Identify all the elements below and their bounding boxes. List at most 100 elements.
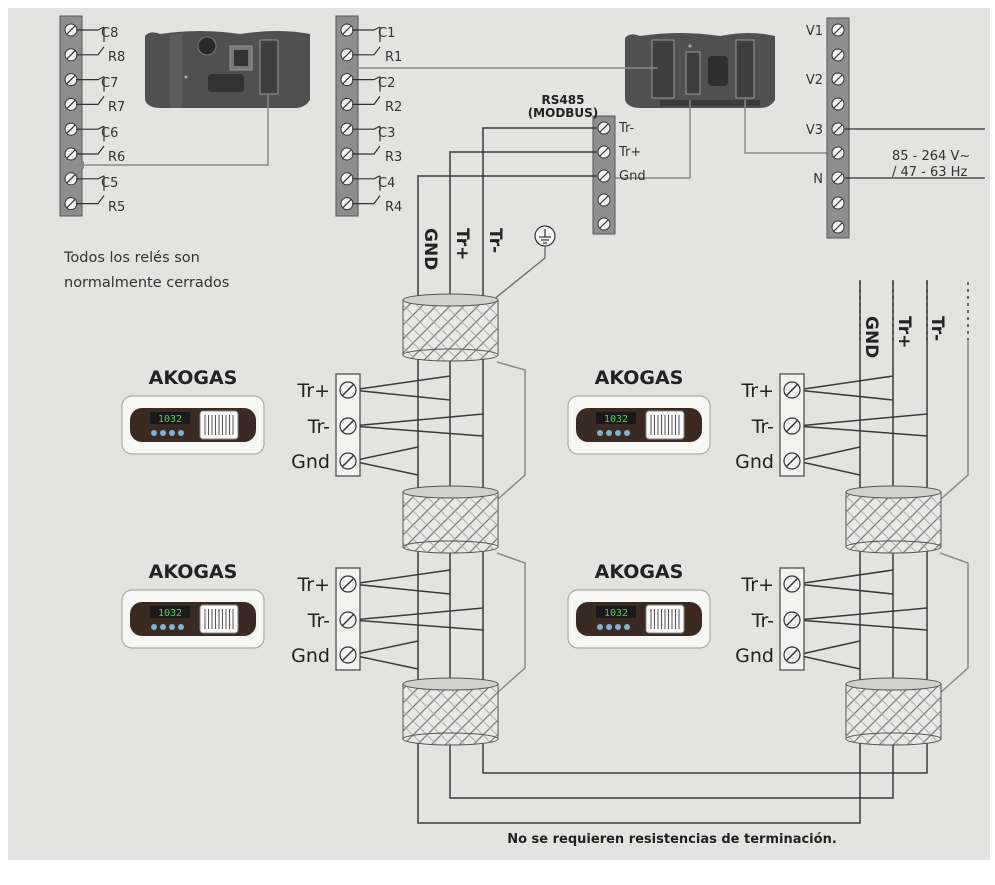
terminal-screw-icon xyxy=(64,23,78,37)
power-spec-voltage: 85 - 264 V~ xyxy=(892,149,970,164)
terminal-screw-icon xyxy=(64,197,78,211)
relay-label: C6 xyxy=(101,126,118,141)
power-supply-wires xyxy=(845,128,985,179)
power-terminal-label: V3 xyxy=(806,123,823,138)
relay-label: C1 xyxy=(378,26,395,41)
relay-label: C5 xyxy=(101,176,118,191)
device-button-icon xyxy=(169,624,175,630)
connector-leader-lines xyxy=(80,67,836,179)
relay-contact-symbol xyxy=(352,125,381,142)
terminal-screw-icon xyxy=(340,147,354,161)
relay-label: R1 xyxy=(385,50,402,65)
device-button-icon xyxy=(615,430,621,436)
power-terminal-label: V2 xyxy=(806,73,823,88)
terminal-screw-icon xyxy=(783,452,801,470)
bus-continuation-dashes xyxy=(859,282,969,340)
device-terminal-label: Tr- xyxy=(307,416,330,438)
braided-shield xyxy=(402,677,499,746)
terminal-screw-icon xyxy=(340,23,354,37)
relay-contact-symbol xyxy=(352,175,381,191)
braided-shield xyxy=(402,485,499,554)
device-terminal-label: Tr+ xyxy=(296,574,330,596)
relay-contact-symbol xyxy=(76,76,105,92)
relay-label: C4 xyxy=(378,176,395,191)
relay-labels: C8 R8 C7 R7 C6 R6 C5 R5 C1 R1 C2 R2 C3 R… xyxy=(101,26,402,215)
device-button-icon xyxy=(169,430,175,436)
terminal-screw-icon xyxy=(64,147,78,161)
device-terminal-label: Tr- xyxy=(307,610,330,632)
device-button-icon xyxy=(597,430,603,436)
device-terminal-label: Tr- xyxy=(751,610,774,632)
relay-block-left xyxy=(59,15,83,217)
terminal-screw-icon xyxy=(783,611,801,629)
rs485-terminal-label: Gnd xyxy=(619,169,646,184)
terminal-screw-icon xyxy=(340,97,354,112)
cable-label-gnd: GND xyxy=(420,228,440,270)
device-button-icon xyxy=(615,624,621,630)
akogas-devices: AKOGAS1032Tr+Tr-GndAKOGAS1032Tr+Tr-GndAK… xyxy=(121,367,805,671)
device-terminal-label: Tr+ xyxy=(740,380,774,402)
relay-contact-symbol xyxy=(76,195,105,205)
relay-label: R2 xyxy=(385,100,402,115)
terminal-screw-icon xyxy=(64,72,78,87)
device-display xyxy=(150,606,190,618)
bus-wires xyxy=(351,127,928,824)
device-display-value: 1032 xyxy=(604,414,628,425)
relay-contact-symbol xyxy=(76,26,105,42)
terminal-screw-icon xyxy=(64,48,78,62)
device-button-icon xyxy=(597,624,603,630)
relay-block-middle xyxy=(335,15,359,217)
braided-shield xyxy=(845,485,942,554)
terminal-screw-icon xyxy=(783,646,801,664)
device-button-icon xyxy=(624,430,630,436)
relay-label: R7 xyxy=(108,100,125,115)
relay-contact-symbol xyxy=(76,96,105,105)
device-name: AKOGAS xyxy=(595,561,684,583)
cable-label-trplus: Tr+ xyxy=(452,228,472,260)
relay-label: R8 xyxy=(108,50,125,65)
braided-shield xyxy=(845,677,942,746)
device-button-icon xyxy=(160,624,166,630)
device-button-icon xyxy=(160,430,166,436)
power-terminal-label: N xyxy=(813,172,823,187)
relay-note-line2: normalmente cerrados xyxy=(64,275,229,291)
device-button-icon xyxy=(606,624,612,630)
device-button-icon xyxy=(151,624,157,630)
device-terminal-label: Tr+ xyxy=(296,380,330,402)
terminal-screw-icon xyxy=(64,97,78,112)
terminal-screw-icon xyxy=(783,575,801,593)
terminal-screw-icon xyxy=(340,72,354,87)
relay-contact-symbol xyxy=(352,195,381,205)
device-terminal-label: Gnd xyxy=(735,451,774,473)
relay-contact-symbol xyxy=(76,145,105,155)
device-display-value: 1032 xyxy=(604,608,628,619)
relay-contact-symbol xyxy=(76,175,105,191)
relay-label: C7 xyxy=(101,76,118,91)
power-terminal-label: V1 xyxy=(806,24,823,39)
relay-label: R4 xyxy=(385,200,402,215)
rs485-terminal-label: Tr+ xyxy=(618,145,641,160)
relay-contact-symbol xyxy=(352,96,381,105)
relay-label: R3 xyxy=(385,150,402,165)
device-display xyxy=(596,412,636,424)
relay-label: C2 xyxy=(378,76,395,91)
device-terminal-label: Tr- xyxy=(751,416,774,438)
terminal-screw-icon xyxy=(339,417,357,435)
terminal-screw-icon xyxy=(340,172,354,186)
device-display-value: 1032 xyxy=(158,414,182,425)
device-terminal-label: Tr+ xyxy=(740,574,774,596)
cable-label-trminus: Tr- xyxy=(485,228,505,253)
cable-label-gnd: GND xyxy=(861,316,881,358)
device-button-icon xyxy=(178,624,184,630)
terminal-screw-icon xyxy=(64,122,78,136)
terminal-screw-icon xyxy=(340,48,354,62)
relay-note-line1: Todos los relés son xyxy=(63,250,200,266)
device-display xyxy=(596,606,636,618)
rs485-subtitle: (MODBUS) xyxy=(528,106,599,120)
relay-contacts xyxy=(76,26,381,205)
relay-label: C8 xyxy=(101,26,118,41)
